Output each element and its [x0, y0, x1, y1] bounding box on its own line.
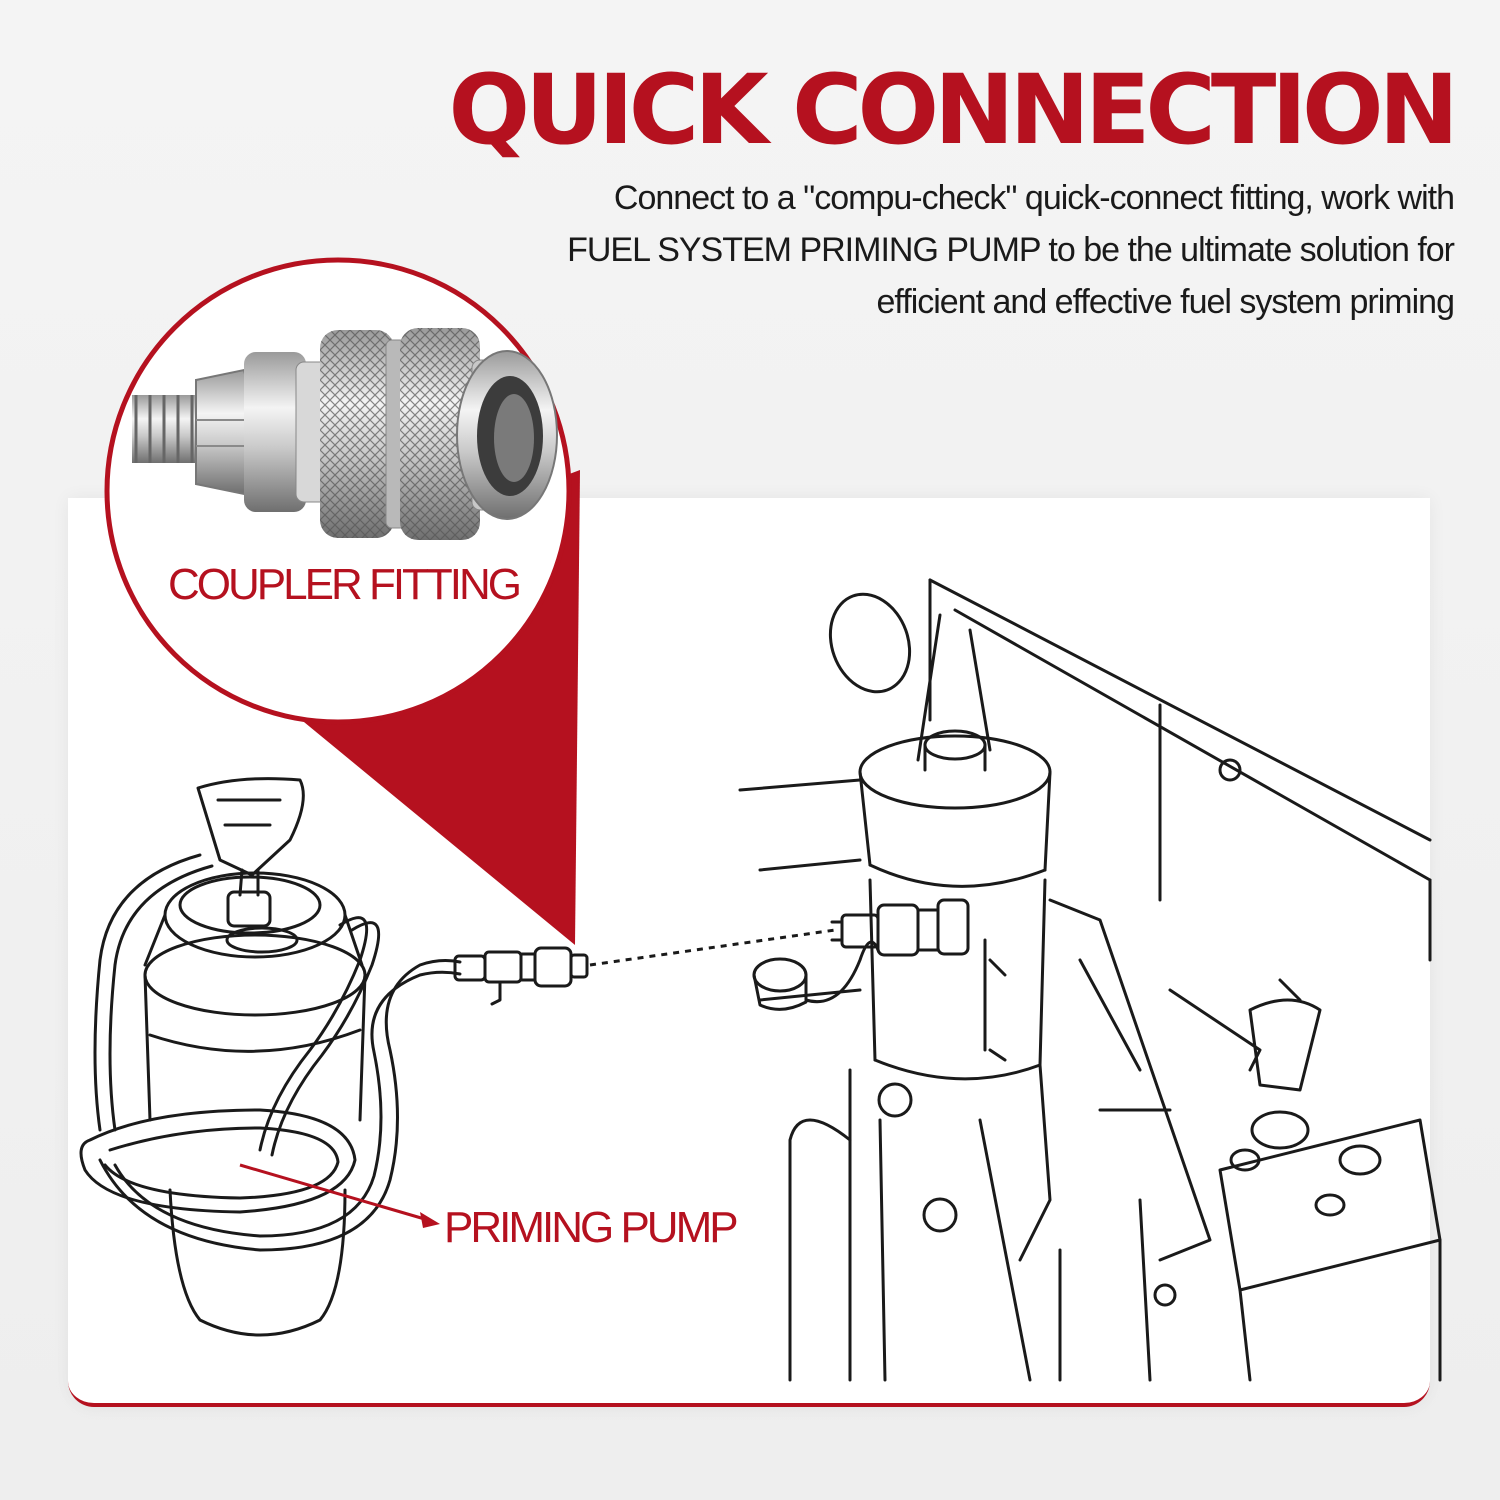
- arrowhead-icon: [420, 1212, 440, 1228]
- description-line: Connect to a "compu-check" quick-connect…: [613, 179, 1455, 217]
- description-line: efficient and effective fuel system prim…: [876, 283, 1456, 321]
- priming-pump-illustration: [79, 777, 589, 1337]
- priming-pump-label: PRIMING PUMP: [444, 1203, 739, 1252]
- headline: QUICK CONNECTION: [448, 54, 1459, 166]
- engine-illustration: [738, 578, 1442, 1382]
- pump-label-arrow: [239, 1163, 429, 1222]
- coupler-fitting-label: COUPLER FITTING: [168, 560, 522, 609]
- description-line: FUEL SYSTEM PRIMING PUMP to be the ultim…: [567, 231, 1455, 269]
- description: Connect to a "compu-check" quick-connect…: [454, 172, 1456, 328]
- connection-dashed-line: [589, 928, 836, 967]
- coupler-fitting-icon: [132, 328, 558, 540]
